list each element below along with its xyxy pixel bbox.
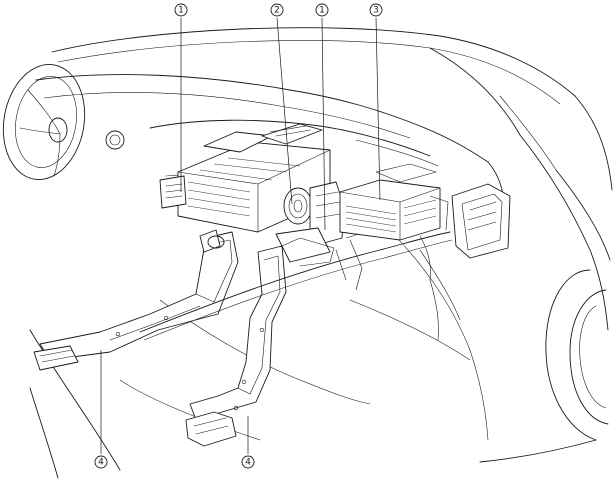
callout-1-right: 1 bbox=[315, 3, 329, 17]
steering-wheel bbox=[2, 64, 86, 180]
callout-1-left: 1 bbox=[174, 3, 188, 17]
callout-4-right: 4 bbox=[241, 455, 255, 469]
callout-1-left-label: 1 bbox=[178, 6, 184, 16]
callout-3-label: 3 bbox=[373, 6, 379, 16]
connecting-pipes bbox=[139, 231, 453, 341]
callout-3: 3 bbox=[369, 3, 383, 17]
car-body-outline bbox=[29, 27, 613, 479]
callout-2-label: 2 bbox=[274, 6, 280, 16]
floor-duct-left bbox=[33, 229, 239, 371]
leader-lines bbox=[100, 17, 381, 454]
heater-unit-right bbox=[339, 163, 449, 241]
callout-1-right-label: 1 bbox=[319, 6, 325, 16]
instrument-knob bbox=[105, 130, 125, 150]
callout-4-left-label: 4 bbox=[98, 458, 104, 468]
side-air-vent bbox=[451, 183, 511, 259]
callout-4-right-label: 4 bbox=[245, 458, 251, 468]
floor-duct-right bbox=[185, 237, 335, 447]
callout-2: 2 bbox=[270, 3, 284, 17]
callout-4-left: 4 bbox=[94, 455, 108, 469]
